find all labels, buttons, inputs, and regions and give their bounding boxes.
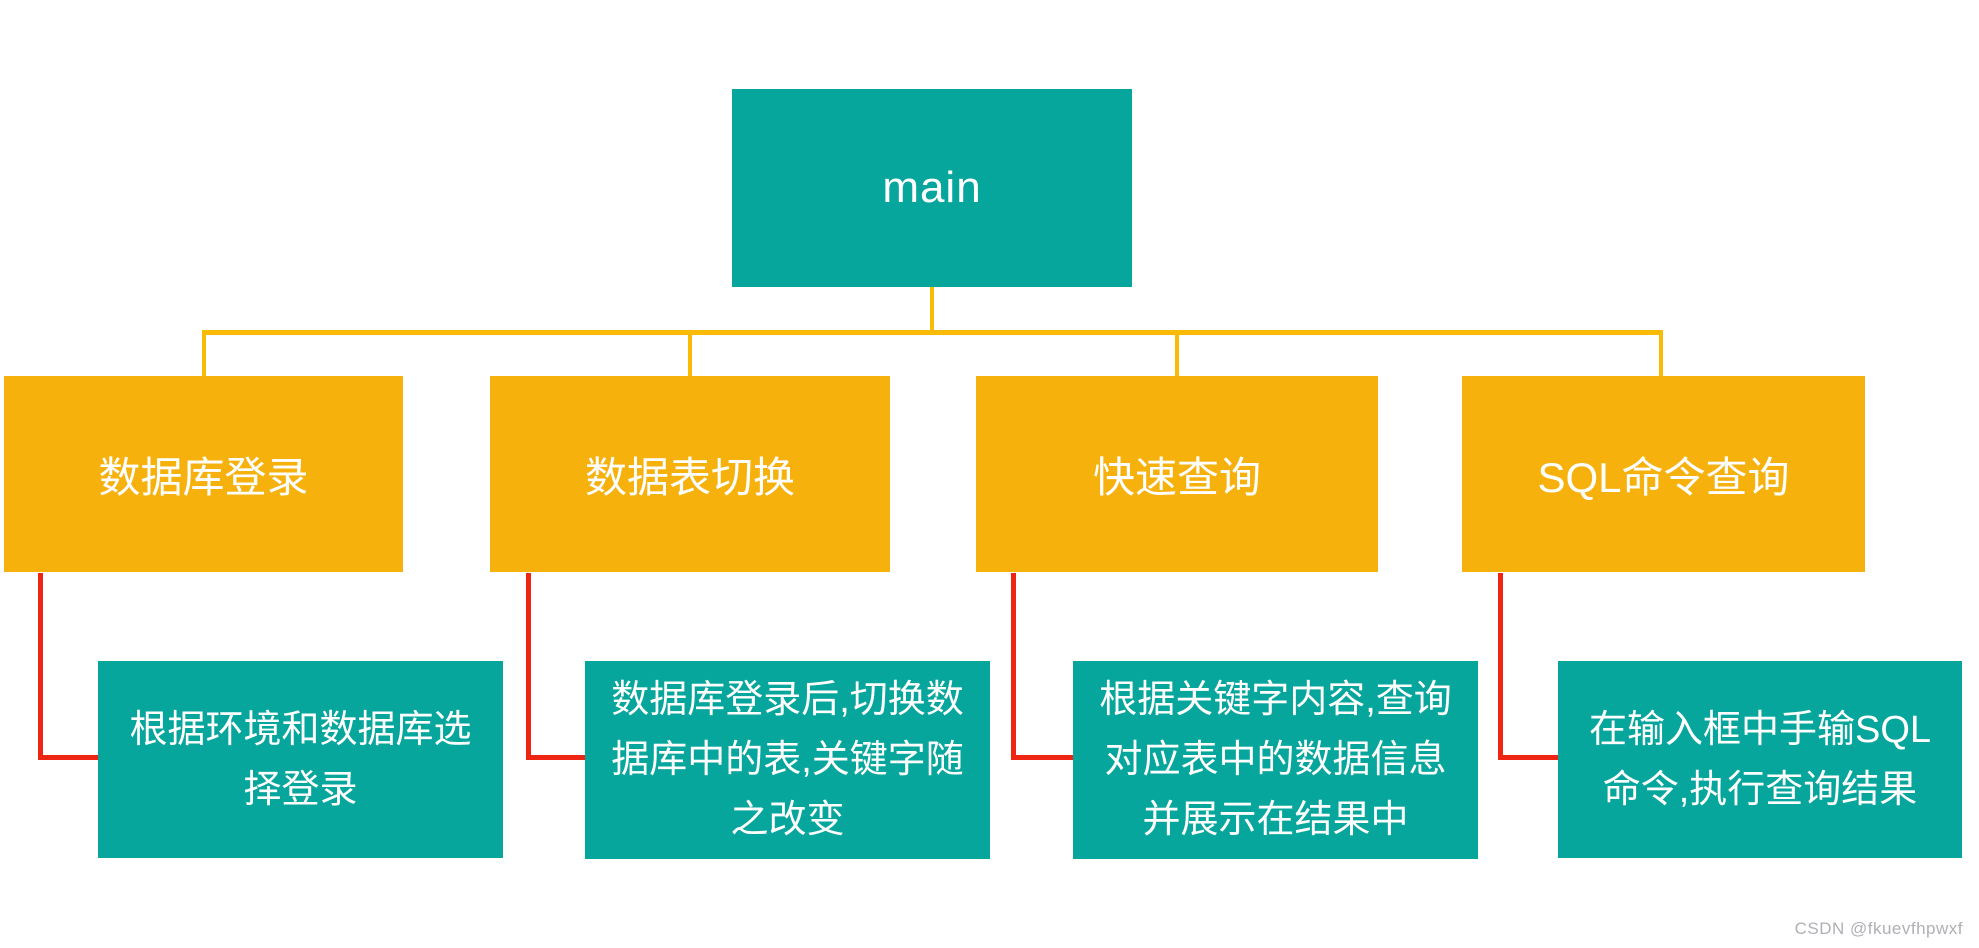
node-desc-table-switch: 数据库登录后,切换数 据库中的表,关键字随 之改变 — [585, 661, 990, 859]
desc-line: 在输入框中手输SQL — [1588, 708, 1932, 751]
connector-red-4-vertical — [1498, 573, 1503, 760]
desc-line: 根据环境和数据库选 — [129, 708, 472, 751]
connector-red-2-horizontal — [526, 755, 585, 760]
node-branch-db-login: 数据库登录 — [4, 376, 403, 572]
node-branch-sql-query: SQL命令查询 — [1462, 376, 1865, 572]
node-branch-label: 数据表切换 — [584, 453, 795, 501]
desc-line: 之改变 — [730, 799, 845, 841]
desc-line: 根据关键字内容,查询 — [1099, 679, 1452, 721]
connector-red-3-vertical — [1011, 573, 1016, 760]
desc-line: 并展示在结果中 — [1142, 799, 1409, 841]
connector-drop-4 — [1659, 330, 1663, 376]
node-desc-quick-query: 根据关键字内容,查询 对应表中的数据信息 并展示在结果中 — [1073, 661, 1478, 859]
connector-red-4-horizontal — [1498, 755, 1558, 760]
desc-line: 对应表中的数据信息 — [1104, 739, 1447, 781]
connector-drop-1 — [202, 330, 206, 376]
node-branch-label: 快速查询 — [1092, 453, 1261, 501]
node-branch-table-switch: 数据表切换 — [490, 376, 890, 572]
node-branch-label: SQL命令查询 — [1537, 453, 1790, 501]
connector-red-1-vertical — [38, 573, 43, 760]
node-branch-quick-query: 快速查询 — [976, 376, 1378, 572]
desc-line: 据库中的表,关键字随 — [611, 739, 964, 781]
connector-red-2-vertical — [526, 573, 531, 760]
desc-line: 择登录 — [243, 768, 358, 811]
connector-branch-rail — [202, 330, 1663, 335]
node-main-label: main — [882, 163, 982, 212]
connector-drop-2 — [688, 330, 692, 376]
node-branch-label: 数据库登录 — [98, 453, 309, 501]
desc-line: 数据库登录后,切换数 — [611, 679, 964, 721]
node-desc-db-login: 根据环境和数据库选 择登录 — [98, 661, 503, 858]
connector-red-3-horizontal — [1011, 755, 1073, 760]
node-main: main — [732, 89, 1132, 287]
connector-main-stem — [930, 287, 934, 331]
csdn-watermark: CSDN @fkuevfhpwxf — [1794, 919, 1963, 938]
connector-drop-3 — [1175, 330, 1179, 376]
connector-red-1-horizontal — [38, 755, 98, 760]
node-desc-sql-query: 在输入框中手输SQL 命令,执行查询结果 — [1558, 661, 1962, 858]
desc-line: 命令,执行查询结果 — [1602, 768, 1918, 811]
